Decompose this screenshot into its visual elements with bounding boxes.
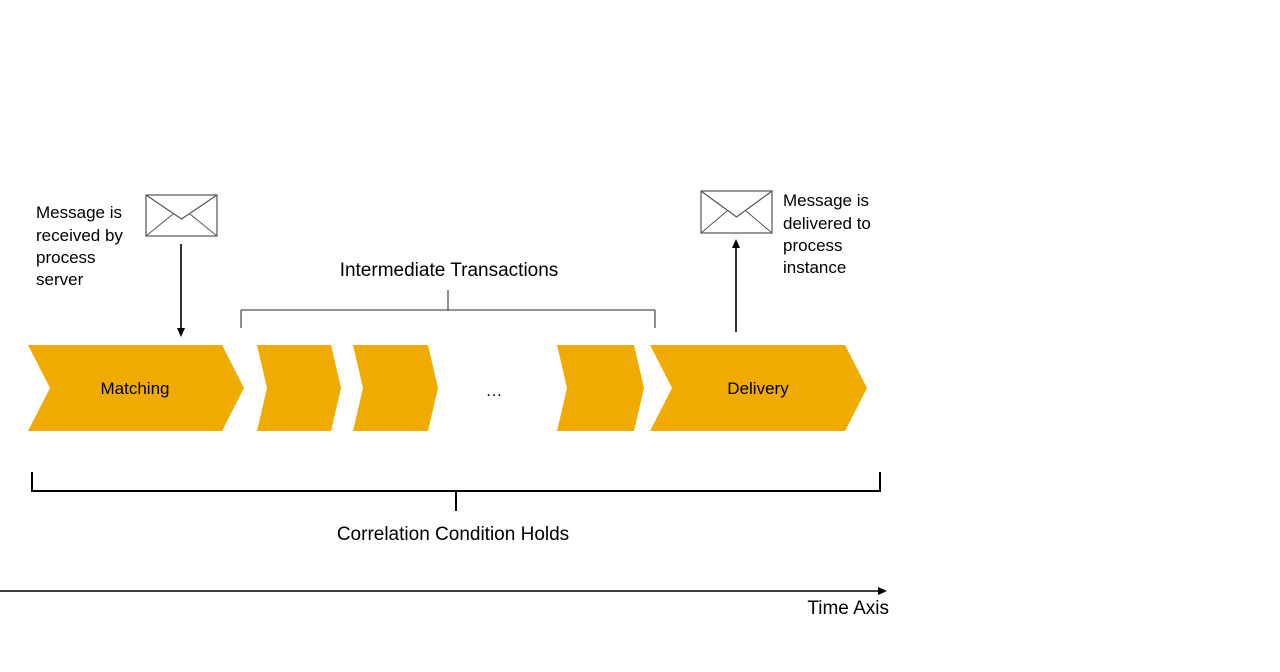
intermediate-step (557, 345, 644, 431)
intermediate-bracket (240, 290, 656, 328)
time-axis-label: Time Axis (807, 598, 889, 619)
outgoing-label-line: delivered to (783, 214, 871, 233)
incoming-label-line: Message is (36, 203, 122, 222)
envelope-icon (700, 190, 773, 234)
outgoing-label-line: Message is (783, 191, 869, 210)
incoming-label-line: received by (36, 226, 123, 245)
intermediate-transactions-label: Intermediate Transactions (340, 260, 559, 281)
delivery-step: Delivery (650, 345, 867, 431)
delivery-label: Delivery (727, 379, 789, 398)
correlation-bracket (31, 472, 881, 511)
intermediate-step (257, 345, 341, 431)
outgoing-label-line: instance (783, 258, 846, 277)
ellipsis: … (486, 381, 503, 400)
matching-label: Matching (101, 379, 170, 398)
outgoing-message-label: Message is delivered to process instance (783, 191, 876, 277)
envelope-icon (145, 194, 218, 237)
incoming-label-line: server (36, 270, 84, 289)
incoming-label-line: process (36, 248, 96, 267)
outgoing-label-line: process (783, 236, 843, 255)
matching-step: Matching (28, 345, 244, 431)
incoming-message-label: Message is received by process server (36, 203, 128, 289)
intermediate-step (353, 345, 438, 431)
correlation-condition-label: Correlation Condition Holds (337, 524, 569, 545)
